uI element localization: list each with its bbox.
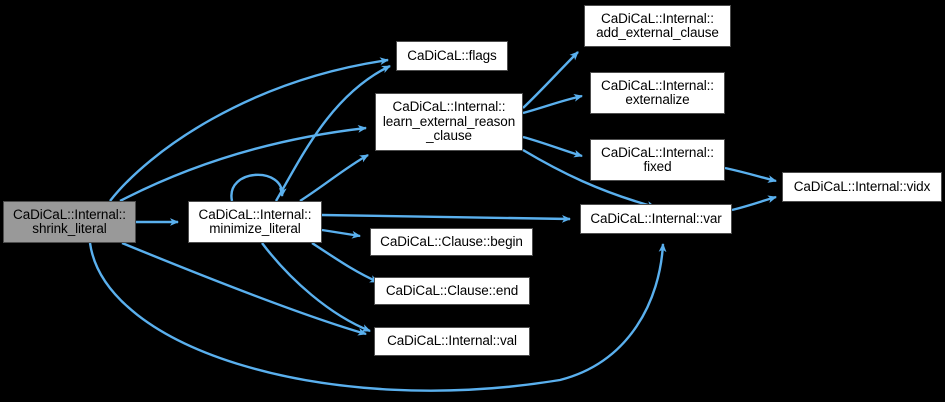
edge-learn-external-to-var: [522, 148, 656, 209]
node-var[interactable]: CaDiCaL::Internal::var: [580, 204, 732, 234]
node-label: CaDiCaL::Clause::end: [385, 282, 519, 298]
node-label: CaDiCaL::Clause::begin: [380, 233, 523, 249]
edge-fixed-to-vidx: [724, 166, 777, 183]
node-val[interactable]: CaDiCaL::Internal::val: [374, 327, 530, 356]
node-minimize-literal[interactable]: CaDiCaL::Internal:: minimize_literal: [188, 201, 322, 243]
edge-learn-external-to-fixed: [522, 135, 583, 158]
edge-minimize-to-learn-external: [299, 153, 369, 203]
node-label: CaDiCaL::Internal:: add_external_clause: [596, 10, 719, 40]
node-label: CaDiCaL::Internal::val: [387, 333, 517, 349]
node-label: CaDiCaL::Internal::var: [590, 210, 722, 226]
node-label: CaDiCaL::Internal::vidx: [793, 178, 931, 194]
node-externalize[interactable]: CaDiCaL::Internal:: externalize: [590, 72, 725, 114]
edge-minimize-to-val: [261, 242, 371, 333]
node-learn-external-reason-clause[interactable]: CaDiCaL::Internal:: learn_external_reaso…: [375, 93, 523, 151]
edge-shrink-to-var: [88, 242, 667, 392]
node-label: CaDiCaL::Internal:: shrink_literal: [13, 206, 126, 236]
node-label: CaDiCaL::Internal:: minimize_literal: [198, 206, 312, 236]
node-add-external-clause[interactable]: CaDiCaL::Internal:: add_external_clause: [584, 5, 731, 47]
node-label: CaDiCaL::flags: [407, 47, 497, 63]
edge-minimize-to-flags: [274, 64, 391, 202]
node-label: CaDiCaL::Internal:: learn_external_reaso…: [382, 99, 516, 144]
edge-minimize-self-loop: [230, 173, 287, 202]
node-flags[interactable]: CaDiCaL::flags: [396, 41, 508, 71]
edge-minimize-to-clause-end: [311, 241, 379, 284]
node-label: CaDiCaL::Internal:: externalize: [601, 77, 714, 107]
edge-minimize-to-clause-begin: [321, 228, 361, 239]
node-clause-begin[interactable]: CaDiCaL::Clause::begin: [370, 228, 533, 256]
node-label: CaDiCaL::Internal:: fixed: [601, 144, 714, 174]
node-fixed[interactable]: CaDiCaL::Internal:: fixed: [590, 139, 725, 181]
edge-minimize-to-var: [321, 213, 571, 223]
edge-var-to-vidx: [731, 195, 777, 212]
node-vidx[interactable]: CaDiCaL::Internal::vidx: [782, 172, 942, 202]
node-shrink-literal[interactable]: CaDiCaL::Internal:: shrink_literal: [3, 201, 136, 243]
edge-learn-external-to-externalize: [522, 93, 583, 115]
edge-shrink-to-learn-external: [119, 125, 367, 203]
node-clause-end[interactable]: CaDiCaL::Clause::end: [374, 277, 530, 305]
edge-learn-external-to-add-external-clause: [522, 51, 579, 109]
edge-shrink-to-val: [121, 241, 367, 336]
edge-shrink-to-flags: [109, 57, 389, 202]
